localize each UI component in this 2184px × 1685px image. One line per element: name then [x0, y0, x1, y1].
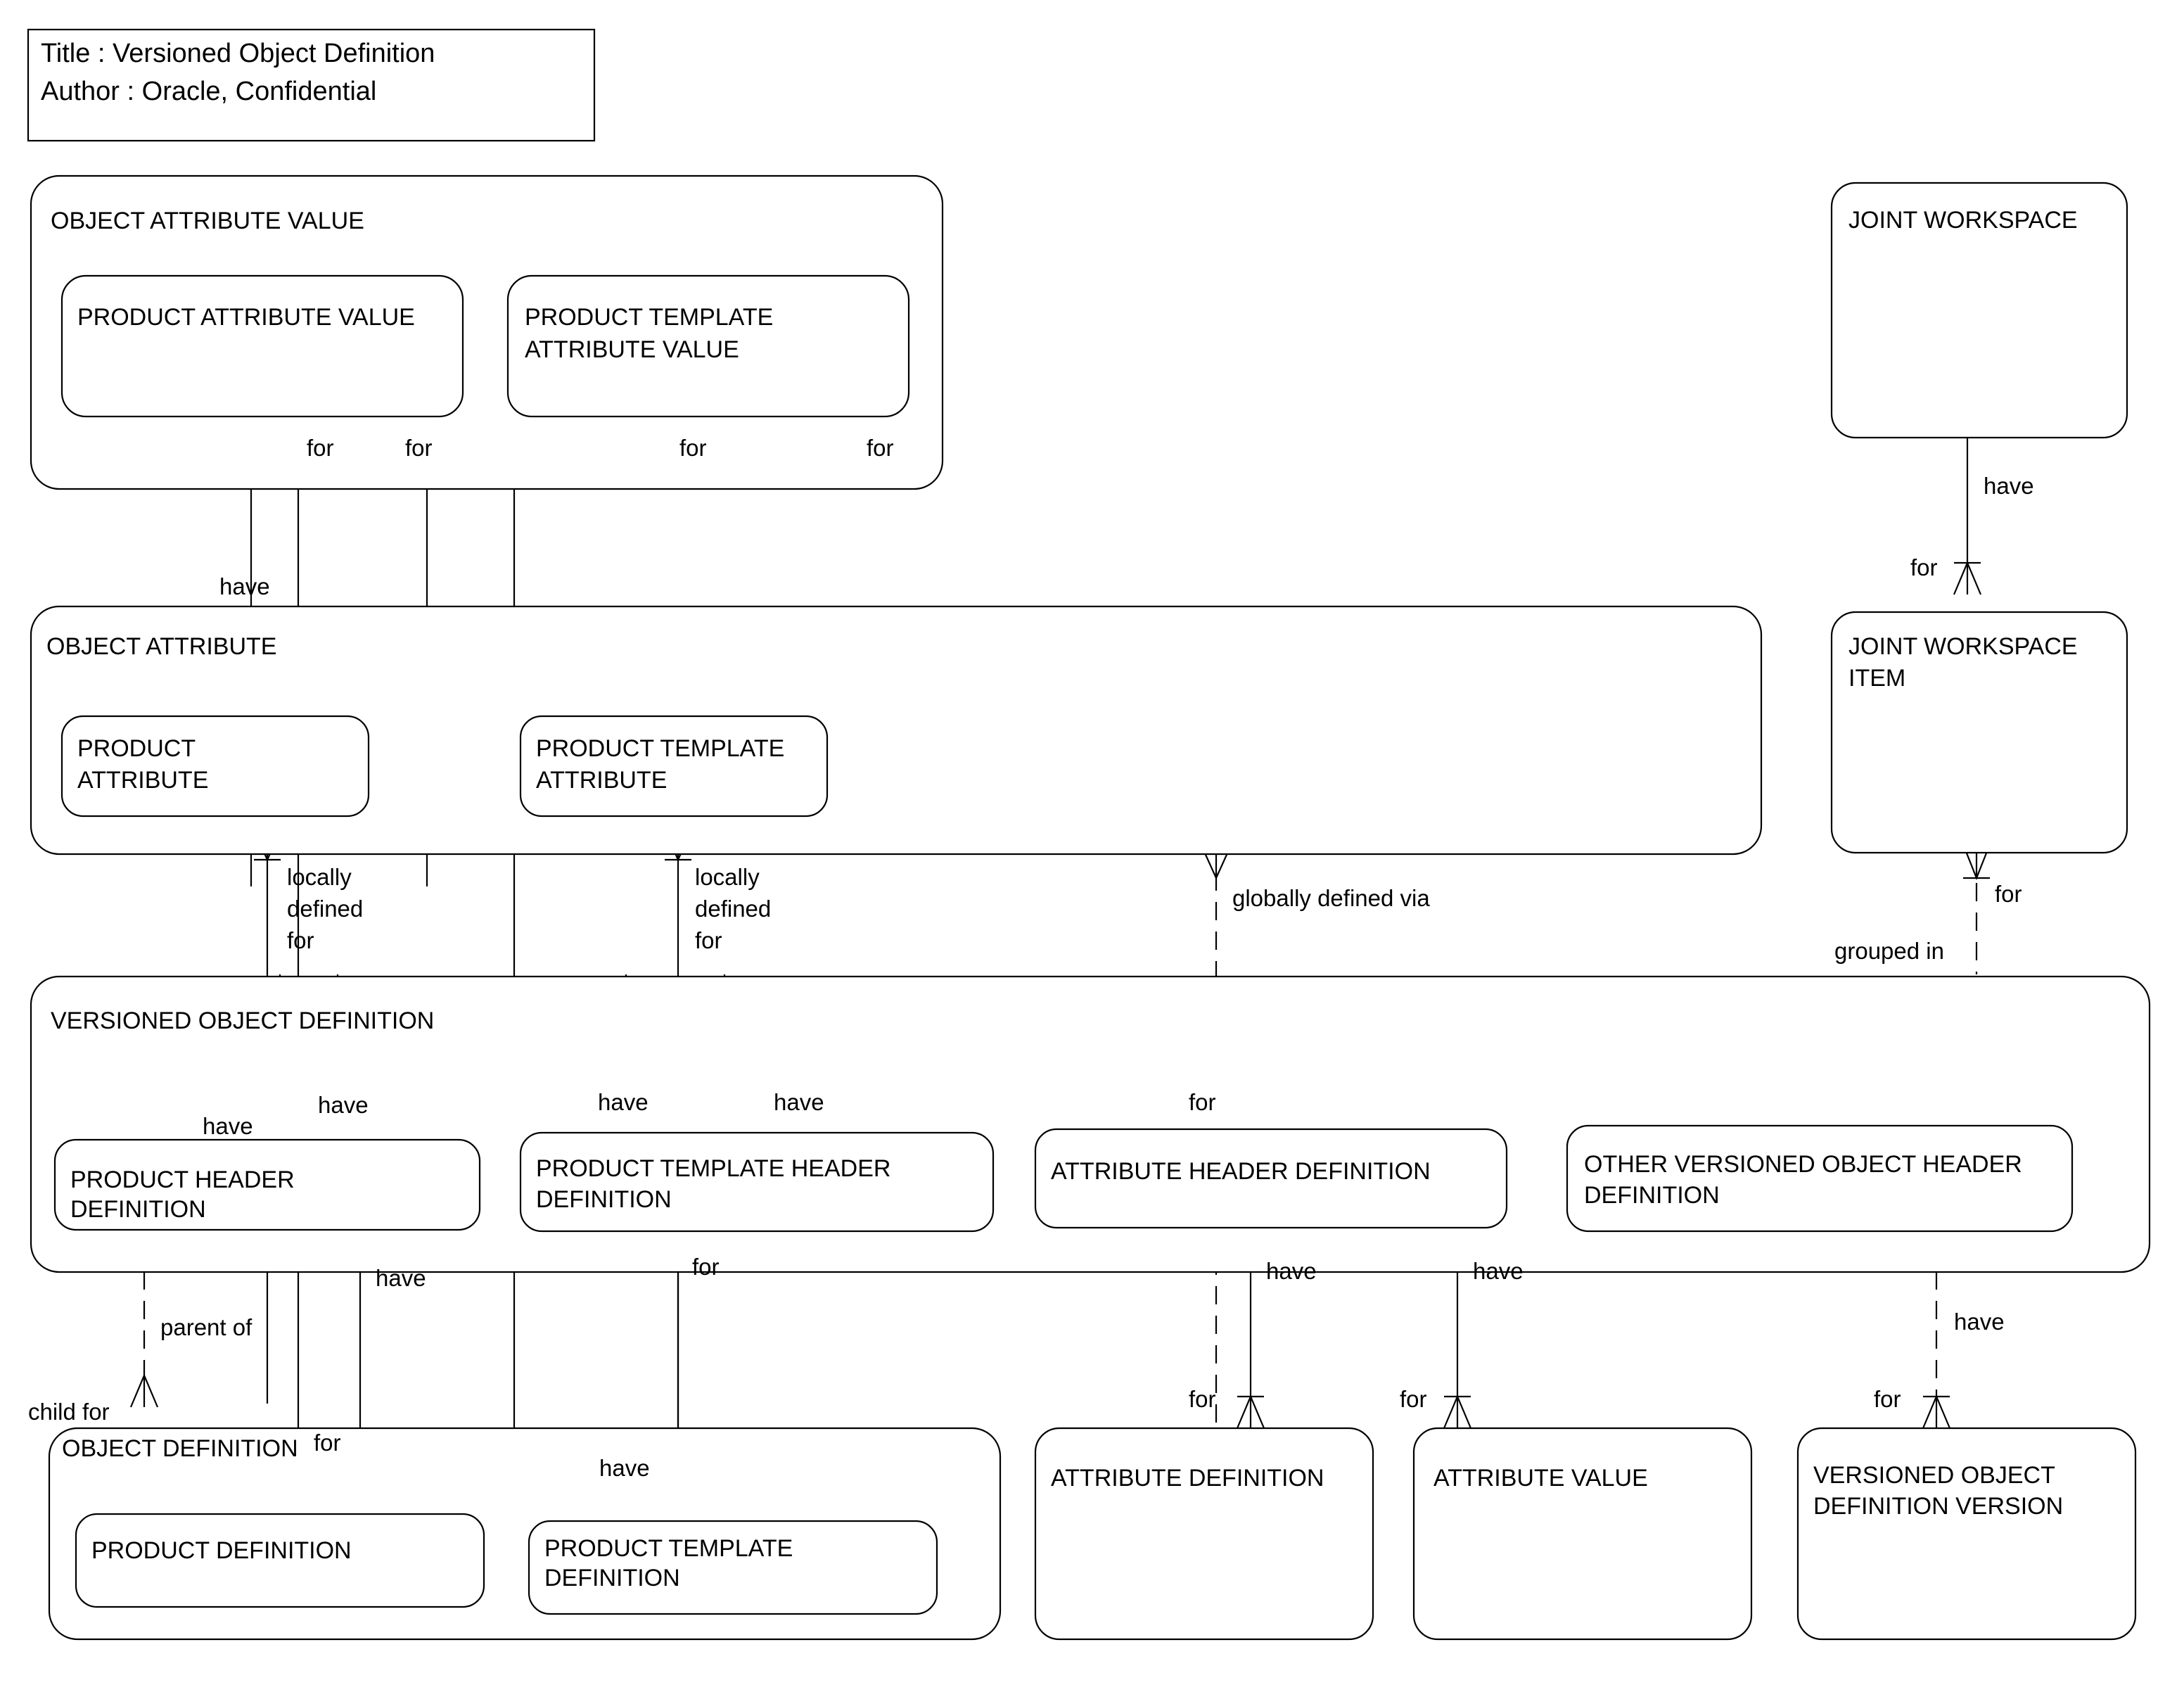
- diagram-title: Title : Versioned Object Definition: [41, 39, 435, 68]
- entity-product-header-definition-label-2: DEFINITION: [70, 1196, 206, 1223]
- connector-joint-workspace-have: [1953, 438, 1982, 595]
- label-vod-have-2: have: [318, 1092, 369, 1118]
- label-locally-defined-for-2-a: locally: [695, 864, 760, 890]
- label-pthd-for: for: [692, 1254, 720, 1280]
- connector-phd-parent-of: [129, 1271, 159, 1408]
- label-for-1: for: [307, 435, 334, 461]
- entity-versioned-object-definition-version-label-1: VERSIONED OBJECT: [1813, 1462, 2055, 1489]
- entity-product-definition[interactable]: [75, 1513, 485, 1608]
- label-vodv-have: have: [1954, 1309, 2005, 1335]
- entity-product-attribute-value[interactable]: [60, 274, 464, 418]
- entity-other-versioned-object-header-definition-label-1: OTHER VERSIONED OBJECT HEADER: [1584, 1151, 2022, 1178]
- title-block-box: [27, 28, 596, 142]
- label-locally-defined-for-1-c: for: [287, 927, 314, 953]
- entity-versioned-object-definition-version[interactable]: [1796, 1427, 2137, 1641]
- entity-product-template-attribute-label-1: PRODUCT TEMPLATE: [536, 735, 784, 762]
- entity-attribute-header-definition-label: ATTRIBUTE HEADER DEFINITION: [1051, 1158, 1431, 1185]
- entity-attribute-header-definition[interactable]: [1034, 1128, 1508, 1229]
- label-jw-for: for: [1910, 554, 1938, 580]
- label-for-2: for: [405, 435, 433, 461]
- group-versioned-object-definition-label: VERSIONED OBJECT DEFINITION: [51, 1007, 434, 1034]
- group-object-attribute-value-label: OBJECT ATTRIBUTE VALUE: [51, 208, 364, 234]
- label-ad-have: have: [1266, 1258, 1317, 1284]
- label-vodv-for: for: [1874, 1386, 1901, 1412]
- group-object-attribute-label: OBJECT ATTRIBUTE: [46, 633, 276, 660]
- entity-product-template-definition-label-2: DEFINITION: [544, 1565, 680, 1591]
- entity-product-template-attribute[interactable]: [519, 715, 829, 818]
- label-locally-defined-for-1-b: defined: [287, 896, 363, 922]
- label-child-for: child for: [28, 1399, 110, 1425]
- connector-joint-workspace-item-for: [1962, 844, 1991, 974]
- entity-attribute-value[interactable]: [1412, 1427, 1753, 1641]
- entity-attribute-value-label: ATTRIBUTE VALUE: [1433, 1465, 1648, 1492]
- label-locally-defined-for-1-a: locally: [287, 864, 352, 890]
- label-parent-of: parent of: [160, 1314, 253, 1340]
- entity-product-attribute-label-2: ATTRIBUTE: [77, 767, 208, 794]
- entity-attribute-definition[interactable]: [1034, 1427, 1374, 1641]
- entity-other-versioned-object-header-definition[interactable]: [1566, 1124, 2074, 1233]
- group-object-attribute[interactable]: [30, 605, 1763, 856]
- entity-product-template-attribute-value-label-2: ATTRIBUTE VALUE: [525, 336, 739, 363]
- label-locally-defined-for-2-b: defined: [695, 896, 771, 922]
- entity-product-definition-label: PRODUCT DEFINITION: [91, 1537, 352, 1564]
- label-ptd-have: have: [599, 1455, 650, 1481]
- entity-product-template-attribute-value-label-1: PRODUCT TEMPLATE: [525, 304, 773, 331]
- connector-pav-to-product-definition: [283, 417, 313, 1428]
- entity-joint-workspace-item-label-1: JOINT WORKSPACE: [1848, 633, 2078, 660]
- entity-product-template-definition[interactable]: [528, 1520, 938, 1615]
- entity-product-header-definition-label-1: PRODUCT HEADER: [70, 1166, 295, 1193]
- entity-product-template-header-definition-label-2: DEFINITION: [536, 1186, 672, 1213]
- connector-ptav-to-product-template-definition: [499, 417, 529, 1428]
- entity-product-template-definition-label-1: PRODUCT TEMPLATE: [544, 1535, 793, 1562]
- label-vod-for: for: [1189, 1089, 1216, 1115]
- label-od-for: for: [314, 1430, 341, 1456]
- entity-joint-workspace-item-label-2: ITEM: [1848, 665, 1905, 692]
- entity-joint-workspace-label: JOINT WORKSPACE: [1848, 207, 2078, 234]
- label-av-have: have: [1473, 1258, 1524, 1284]
- entity-product-attribute-value-label: PRODUCT ATTRIBUTE VALUE: [77, 304, 415, 331]
- entity-joint-workspace[interactable]: [1830, 182, 2128, 439]
- label-locally-defined-for-2-c: for: [695, 927, 722, 953]
- label-vod-have-1: have: [203, 1113, 253, 1139]
- label-vod-have-4: have: [774, 1089, 824, 1115]
- entity-product-template-header-definition-label-1: PRODUCT TEMPLATE HEADER: [536, 1155, 890, 1182]
- entity-product-template-attribute-value[interactable]: [506, 274, 910, 418]
- entity-product-header-definition[interactable]: [53, 1138, 481, 1231]
- label-grouped-in: grouped in: [1834, 938, 1944, 964]
- entity-other-versioned-object-header-definition-label-2: DEFINITION: [1584, 1182, 1720, 1209]
- entity-product-template-header-definition[interactable]: [519, 1131, 995, 1233]
- label-globally-defined-via: globally defined via: [1232, 885, 1430, 911]
- label-jw-have: have: [1984, 473, 2034, 499]
- label-have-1: have: [219, 573, 270, 599]
- diagram-author: Author : Oracle, Confidential: [41, 77, 376, 106]
- label-for-4: for: [867, 435, 894, 461]
- label-for-3: for: [679, 435, 707, 461]
- group-object-definition-label: OBJECT DEFINITION: [62, 1435, 298, 1462]
- entity-joint-workspace-item[interactable]: [1830, 611, 2128, 854]
- entity-attribute-definition-label: ATTRIBUTE DEFINITION: [1051, 1465, 1324, 1492]
- label-ad-for: for: [1189, 1386, 1216, 1412]
- label-vod-have-3: have: [598, 1089, 649, 1115]
- entity-product-template-attribute-label-2: ATTRIBUTE: [536, 767, 667, 794]
- label-jwi-for: for: [1995, 881, 2022, 907]
- entity-product-attribute-label-1: PRODUCT: [77, 735, 196, 762]
- label-phd-have: have: [376, 1265, 426, 1291]
- label-av-for: for: [1400, 1386, 1427, 1412]
- entity-product-attribute[interactable]: [60, 715, 370, 818]
- entity-versioned-object-definition-version-label-2: DEFINITION VERSION: [1813, 1493, 2063, 1520]
